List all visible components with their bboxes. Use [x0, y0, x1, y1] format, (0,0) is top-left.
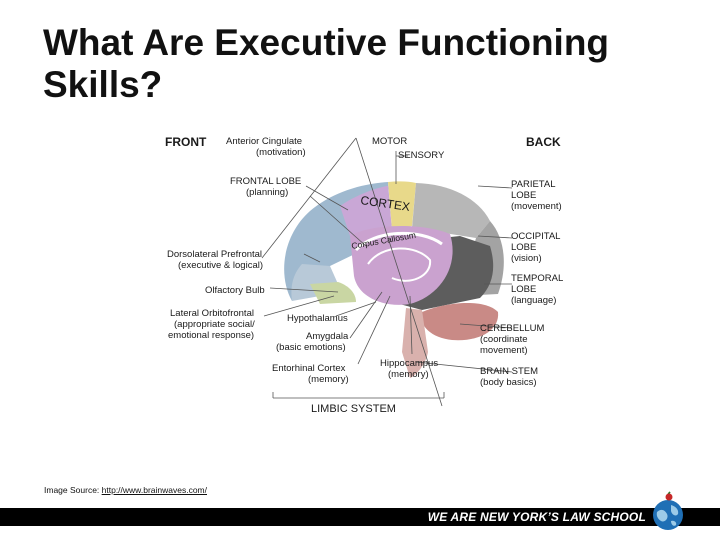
olfactory-bulb-label: Olfactory Bulb	[205, 285, 265, 296]
temporal-sub: (language)	[511, 295, 556, 306]
footer-slogan: WE ARE NEW YORK’S LAW SCHOOL	[428, 510, 646, 524]
lateral-orbitofrontal-sub2: emotional response)	[168, 330, 254, 341]
footer-bar: WE ARE NEW YORK’S LAW SCHOOL	[0, 508, 720, 526]
slide-title-line-1: What Are Executive Functioning	[43, 22, 683, 64]
brain-diagram: FRONT BACK Anterior Cingulate (motivatio…	[160, 126, 580, 418]
occipital-label-1: OCCIPITAL	[511, 231, 560, 242]
temporal-label-2: LOBE	[511, 284, 536, 295]
slide-title: What Are Executive Functioning Skills?	[43, 22, 683, 106]
image-source-caption: Image Source: http://www.brainwaves.com/	[44, 485, 207, 495]
frontal-lobe-label: FRONTAL LOBE	[230, 176, 301, 187]
caption-link[interactable]: http://www.brainwaves.com/	[102, 485, 207, 495]
hippocampus-sub: (memory)	[388, 369, 429, 380]
parietal-sub: (movement)	[511, 201, 562, 212]
cerebellum-label: CEREBELLUM	[480, 323, 544, 334]
dorsolateral-sub: (executive & logical)	[178, 260, 263, 271]
brain-stem-sub: (body basics)	[480, 377, 537, 388]
cerebellum-sub-1: (coordinate	[480, 334, 528, 345]
limbic-system-label: LIMBIC SYSTEM	[311, 403, 396, 415]
dorsolateral-label: Dorsolateral Prefrontal	[167, 249, 262, 260]
caption-prefix: Image Source:	[44, 485, 102, 495]
amygdala-label: Amygdala	[306, 331, 349, 342]
occipital-label-2: LOBE	[511, 242, 536, 253]
hypothalamus-label: Hypothalamus	[287, 313, 348, 324]
back-label: BACK	[526, 135, 561, 149]
hippocampus-label: Hippocampus	[380, 358, 438, 369]
entorhinal-sub: (memory)	[308, 374, 349, 385]
temporal-label-1: TEMPORAL	[511, 273, 563, 284]
anterior-cingulate-sub: (motivation)	[256, 147, 306, 158]
cerebellum-sub-2: movement)	[480, 345, 528, 356]
amygdala-sub: (basic emotions)	[276, 342, 346, 353]
parietal-label-1: PARIETAL	[511, 179, 556, 190]
parietal-label-2: LOBE	[511, 190, 536, 201]
lateral-orbitofrontal-label: Lateral Orbitofrontal	[170, 308, 254, 319]
motor-label: MOTOR	[372, 136, 407, 147]
sensory-label: SENSORY	[398, 150, 445, 161]
lateral-orbitofrontal-sub1: (appropriate social/	[174, 319, 255, 330]
slide-title-line-2: Skills?	[43, 64, 683, 106]
front-label: FRONT	[165, 135, 207, 149]
brain-stem-label: BRAIN STEM	[480, 366, 538, 377]
anterior-cingulate-label: Anterior Cingulate	[226, 136, 302, 147]
occipital-sub: (vision)	[511, 253, 542, 264]
frontal-lobe-sub: (planning)	[246, 187, 288, 198]
entorhinal-label: Entorhinal Cortex	[272, 363, 346, 374]
globe-apple-logo-icon	[647, 490, 689, 532]
